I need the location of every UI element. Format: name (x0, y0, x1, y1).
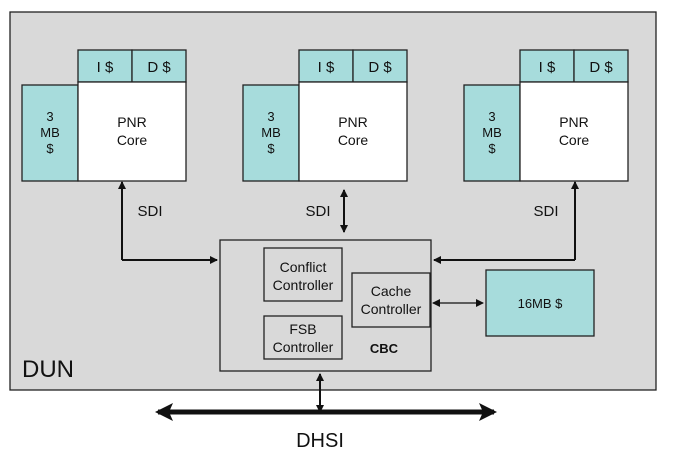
conflict-label-line1: Conflict (280, 259, 327, 275)
cache-controller-box (351, 272, 431, 328)
fsb-label-line2: Controller (273, 339, 334, 355)
core-block-1: I $ D $ 3 MB $ PNR Core (21, 49, 187, 182)
dun-label: DUN (22, 356, 74, 383)
cache-controller-label-line2: Controller (361, 301, 422, 317)
dcache-label: D $ (589, 59, 613, 76)
icache-box (77, 49, 133, 83)
icache-label: I $ (97, 59, 114, 76)
core-label-line2: Core (338, 132, 369, 148)
fsb-label-line1: FSB (289, 321, 316, 337)
core-block-3: I $ D $ 3 MB $ PNR Core (463, 49, 629, 182)
icache-label: I $ (318, 59, 335, 76)
dcache-box (352, 49, 408, 83)
l2-label-line3: $ (267, 141, 275, 156)
dcache-label: D $ (368, 59, 392, 76)
l2-label-line1: 3 (267, 109, 274, 124)
l2-label-line1: 3 (46, 109, 53, 124)
icache-label: I $ (539, 59, 556, 76)
l2-label-line2: MB (482, 125, 502, 140)
sdi-label-2: SDI (305, 203, 330, 220)
core-label-line2: Core (559, 132, 590, 148)
l2-label-line3: $ (46, 141, 54, 156)
l2-label-line1: 3 (488, 109, 495, 124)
pnr-core-box (298, 81, 408, 182)
dcache-box (573, 49, 629, 83)
l3-cache-box (485, 269, 595, 337)
dhsi-label: DHSI (296, 430, 344, 452)
fsb-controller-box (263, 315, 343, 360)
sdi-label-1: SDI (137, 203, 162, 220)
l3-cache-label: 16MB $ (518, 296, 564, 311)
icache-box (519, 49, 575, 83)
l2-label-line2: MB (40, 125, 60, 140)
l2-label-line3: $ (488, 141, 496, 156)
l2-cache-box (242, 84, 300, 182)
dcache-label: D $ (147, 59, 171, 76)
core-block-2: I $ D $ 3 MB $ PNR Core (242, 49, 408, 182)
core-label-line1: PNR (559, 114, 589, 130)
pnr-core-box (77, 81, 187, 182)
conflict-controller-box (263, 247, 343, 302)
sdi-label-3: SDI (533, 203, 558, 220)
cache-controller-label-line1: Cache (371, 283, 412, 299)
core-label-line1: PNR (338, 114, 368, 130)
core-label-line1: PNR (117, 114, 147, 130)
pnr-core-box (519, 81, 629, 182)
cbc-label: CBC (370, 341, 399, 356)
conflict-label-line2: Controller (273, 277, 334, 293)
l2-label-line2: MB (261, 125, 281, 140)
l2-cache-box (463, 84, 521, 182)
core-label-line2: Core (117, 132, 148, 148)
